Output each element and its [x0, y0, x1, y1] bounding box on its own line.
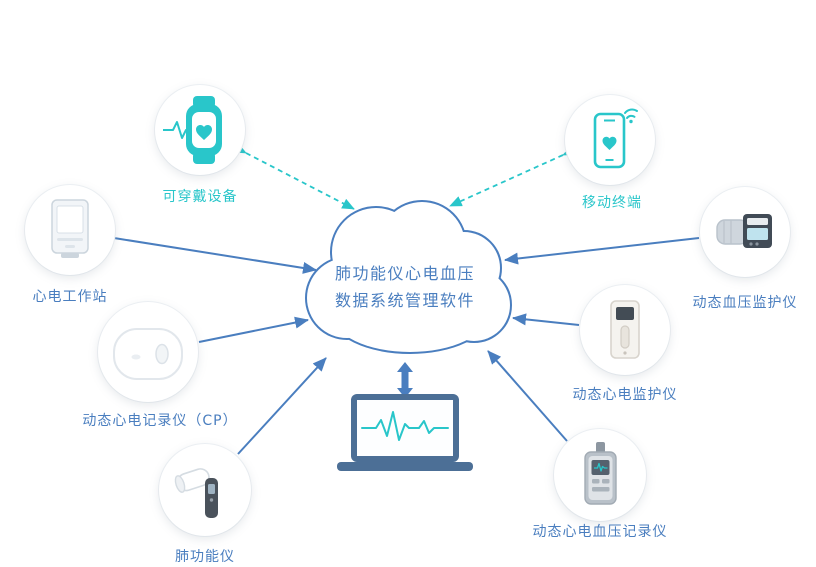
laptop-ecg-icon: [337, 394, 473, 471]
pulmonary-device-icon: [174, 468, 218, 518]
bp-monitor-device-icon: [716, 214, 772, 248]
arrow-mobile-cloud-dashed: [449, 145, 576, 207]
arrow-bp-monitor-to-cloud: [504, 237, 700, 265]
arrow-ecg-bp-recorder-to-cloud: [487, 350, 568, 442]
ecg-monitor-label: 动态心电监护仪: [572, 387, 678, 403]
arrow-cloud-laptop-double: [397, 362, 413, 398]
arrow-ecg-monitor-to-cloud: [512, 313, 580, 326]
cp-recorder-label: 动态心电记录仪（CP）: [82, 413, 238, 429]
ecg-workstation-label: 心电工作站: [32, 289, 108, 305]
node-ecg-workstation: [25, 185, 115, 275]
node-ecg-bp-recorder: [554, 429, 646, 521]
node-wearable: [155, 85, 245, 175]
smartwatch-heart-icon: [163, 96, 222, 164]
cloud-title-line2: 数据系统管理软件: [334, 291, 475, 310]
mobile-label: 移动终端: [582, 195, 642, 211]
arrow-workstation-to-cloud: [113, 237, 317, 274]
node-bp-monitor: [700, 187, 790, 277]
ecg-workstation-device-icon: [51, 199, 89, 258]
arrow-cp-recorder-to-cloud: [198, 316, 309, 343]
wearable-label: 可穿戴设备: [162, 189, 238, 205]
smartphone-heart-signal-icon: [593, 108, 638, 169]
node-ecg-monitor: [580, 285, 670, 375]
ecg-bp-recorder-label: 动态心电血压记录仪: [532, 524, 668, 540]
node-cp-recorder: [98, 302, 198, 402]
node-pulmonary: [159, 444, 251, 536]
node-mobile: [565, 95, 655, 185]
pulmonary-label: 肺功能仪: [175, 549, 235, 565]
cloud-icon: [305, 200, 512, 354]
arrow-pulmonary-to-cloud: [237, 357, 327, 455]
ecg-bp-recorder-device-icon: [584, 442, 617, 505]
arrow-wearable-cloud-dashed: [233, 142, 355, 210]
bp-monitor-label: 动态血压监护仪: [692, 295, 798, 311]
ecg-monitor-device-icon: [610, 300, 640, 359]
cloud-title-line1: 肺功能仪心电血压: [334, 264, 475, 283]
cp-recorder-device-icon: [113, 328, 183, 380]
cloud-title: 肺功能仪心电血压 数据系统管理软件: [303, 260, 507, 314]
